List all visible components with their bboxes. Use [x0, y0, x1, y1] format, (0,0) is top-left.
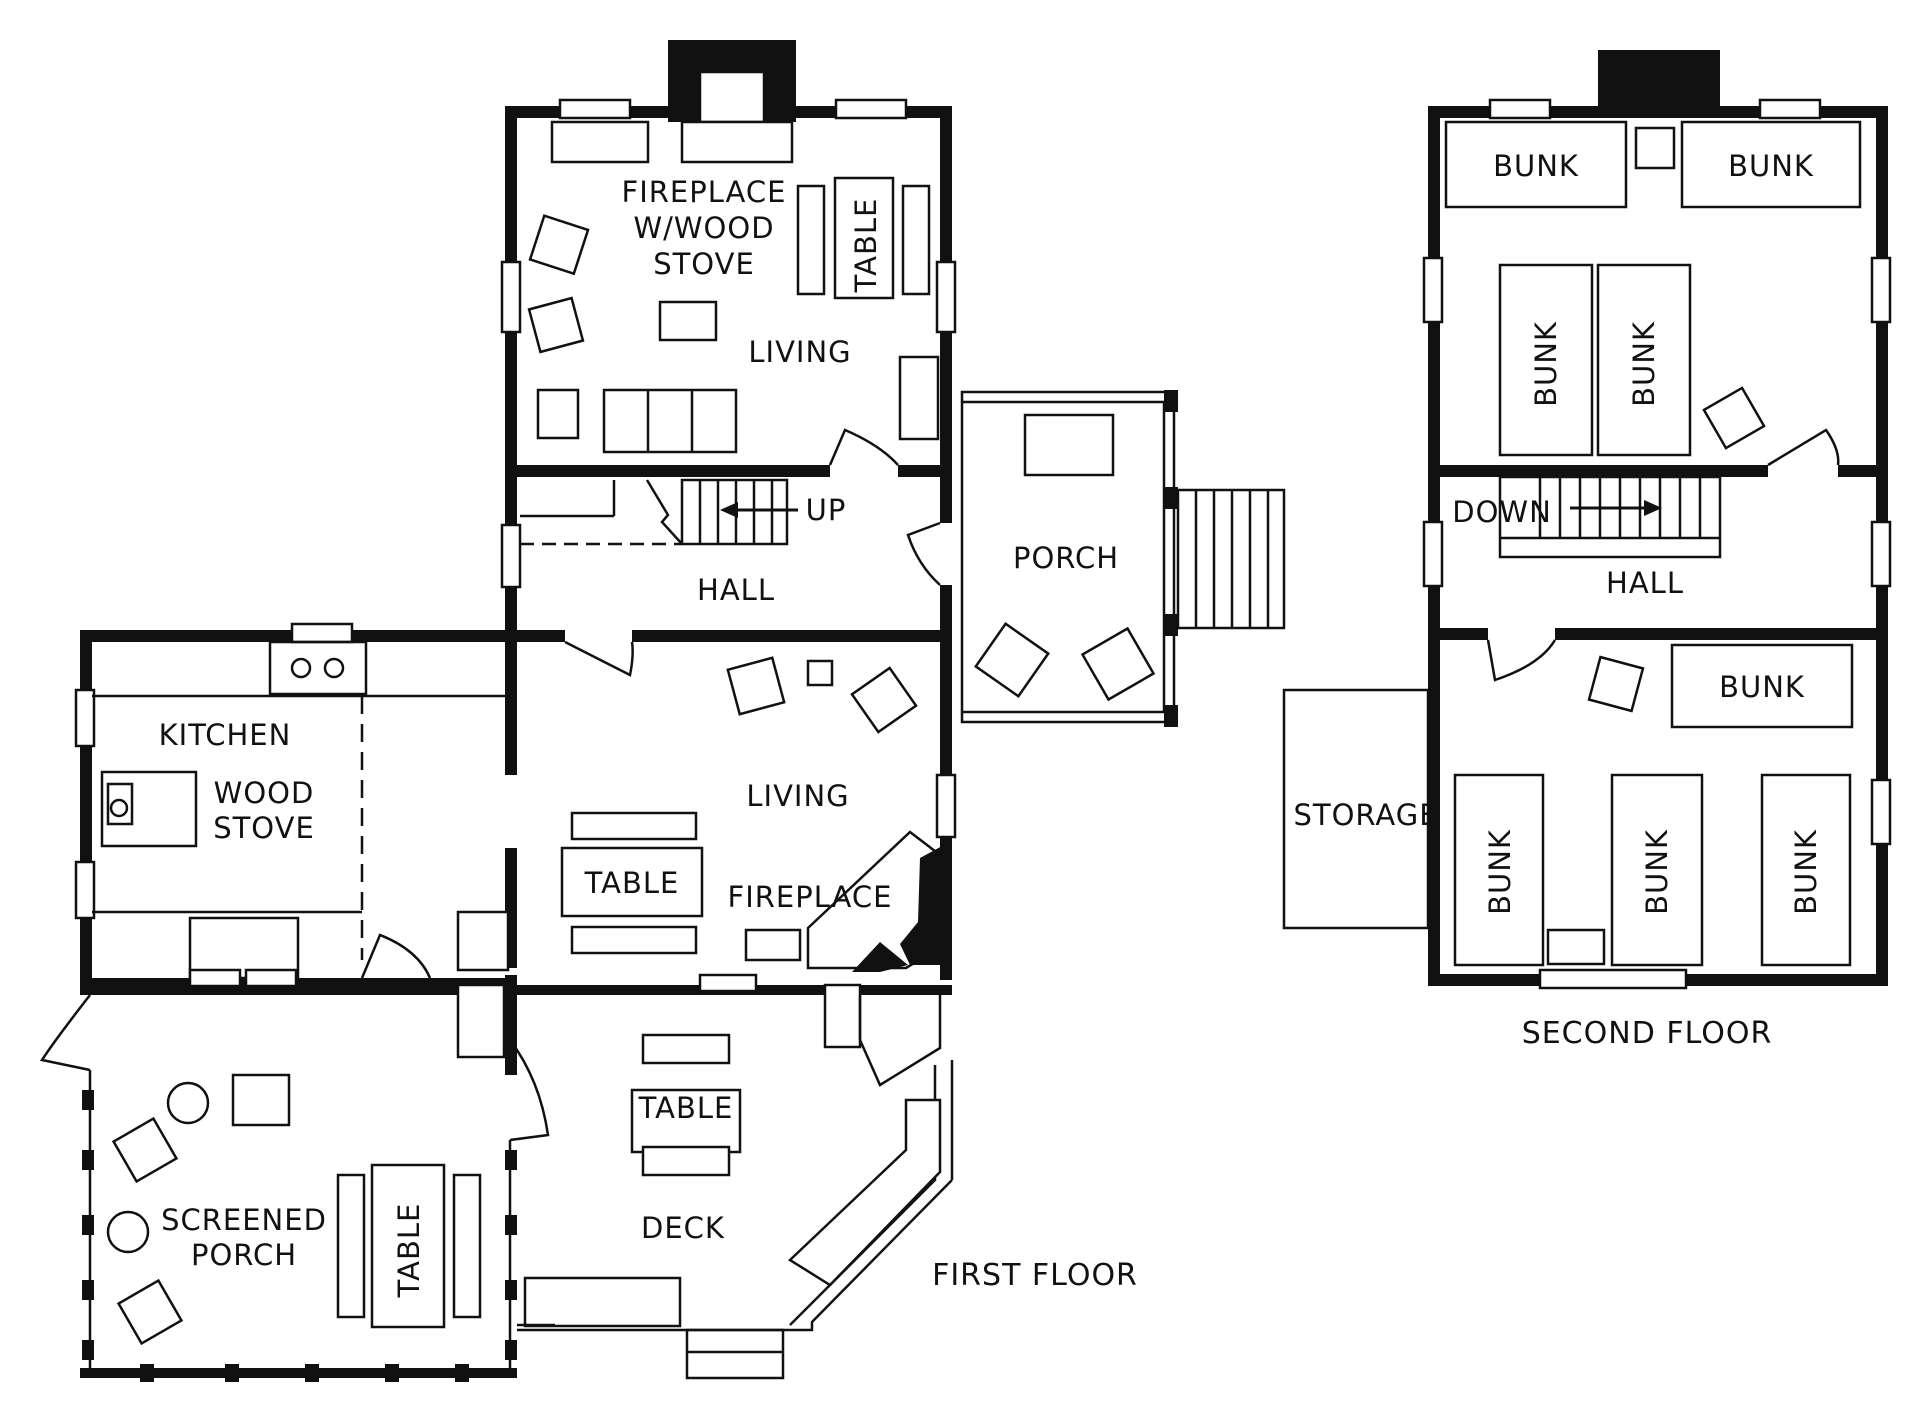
- label-table-screened: TABLE: [392, 1203, 426, 1299]
- upper-bunks: [1444, 120, 1862, 457]
- label-screened-line1: SCREENED: [161, 1203, 327, 1237]
- door-hall-living: [564, 640, 634, 677]
- label-wood-stove-line2: STOVE: [213, 811, 315, 845]
- storage-area: [1282, 688, 1430, 930]
- deck: [505, 973, 954, 1380]
- label-bunk-mid-left: BUNK: [1529, 321, 1563, 407]
- stairs-down: [1498, 475, 1722, 559]
- label-bunk-bottom-right: BUNK: [1789, 829, 1823, 915]
- second-floor-walls: [1422, 98, 1892, 990]
- label-up: UP: [806, 493, 847, 527]
- label-bunk-bottom-left: BUNK: [1483, 829, 1517, 915]
- chimney-flue: [698, 70, 766, 124]
- hall-walls: [500, 465, 952, 643]
- second-floor: BUNK BUNK BUNK BUNK DOWN HALL BUNK STORA…: [1282, 50, 1892, 1051]
- label-screened-line2: PORCH: [191, 1238, 297, 1272]
- dining-table-living: [560, 846, 704, 918]
- label-table-upper: TABLE: [849, 198, 883, 294]
- label-kitchen: KITCHEN: [159, 718, 292, 752]
- label-table-deck: TABLE: [638, 1091, 734, 1125]
- label-fireplace-line2: W/WOOD: [633, 211, 774, 245]
- label-bunk-top-right: BUNK: [1728, 149, 1814, 183]
- label-wood-stove-line1: WOOD: [214, 776, 315, 810]
- second-floor-labels: BUNK BUNK BUNK BUNK DOWN HALL BUNK STORA…: [1293, 149, 1823, 1051]
- first-floor: FIREPLACE W/WOOD STOVE TABLE LIVING UP H…: [39, 40, 1286, 1382]
- lower-living-furniture: [456, 656, 946, 972]
- label-bunk-mid-right: BUNK: [1627, 321, 1661, 407]
- door-hall-porch: [906, 521, 941, 586]
- upper-living-furniture: [527, 120, 940, 454]
- label-down: DOWN: [1452, 495, 1552, 529]
- label-deck: DECK: [641, 1211, 725, 1245]
- upper-living-walls: [500, 98, 957, 481]
- label-porch: PORCH: [1013, 541, 1119, 575]
- dining-table-screened: [370, 1163, 446, 1329]
- label-fireplace-line1: FIREPLACE: [622, 175, 787, 209]
- door-bunk-hall: [1767, 428, 1840, 467]
- stairs-up: [520, 478, 798, 546]
- label-storage: STORAGE: [1293, 798, 1438, 832]
- label-bunk-top-left: BUNK: [1493, 149, 1579, 183]
- chimney-second: [1598, 50, 1720, 110]
- door-kitchen: [360, 933, 432, 979]
- label-living-upper: LIVING: [748, 335, 851, 369]
- title-first-floor: FIRST FLOOR: [932, 1258, 1138, 1293]
- porch: [960, 390, 1286, 727]
- first-floor-labels: FIREPLACE W/WOOD STOVE TABLE LIVING UP H…: [159, 175, 1138, 1299]
- door-living-hall: [828, 428, 899, 466]
- label-bunk-bottom-mid: BUNK: [1640, 829, 1674, 915]
- title-second-floor: SECOND FLOOR: [1522, 1016, 1773, 1051]
- label-fireplace-line3: STOVE: [653, 247, 755, 281]
- label-table-living: TABLE: [584, 866, 680, 900]
- label-bunk-lower-top: BUNK: [1719, 670, 1805, 704]
- dining-table-upper: [833, 176, 895, 300]
- label-hall-first: HALL: [697, 573, 775, 607]
- label-fireplace-lower: FIREPLACE: [728, 880, 893, 914]
- lower-bunks: [1453, 643, 1854, 967]
- screened-porch: [39, 983, 550, 1382]
- dining-table-deck: [630, 1088, 742, 1154]
- door-hall-bunk2: [1486, 639, 1557, 682]
- label-living-lower: LIVING: [746, 779, 849, 813]
- label-hall-second: HALL: [1606, 566, 1684, 600]
